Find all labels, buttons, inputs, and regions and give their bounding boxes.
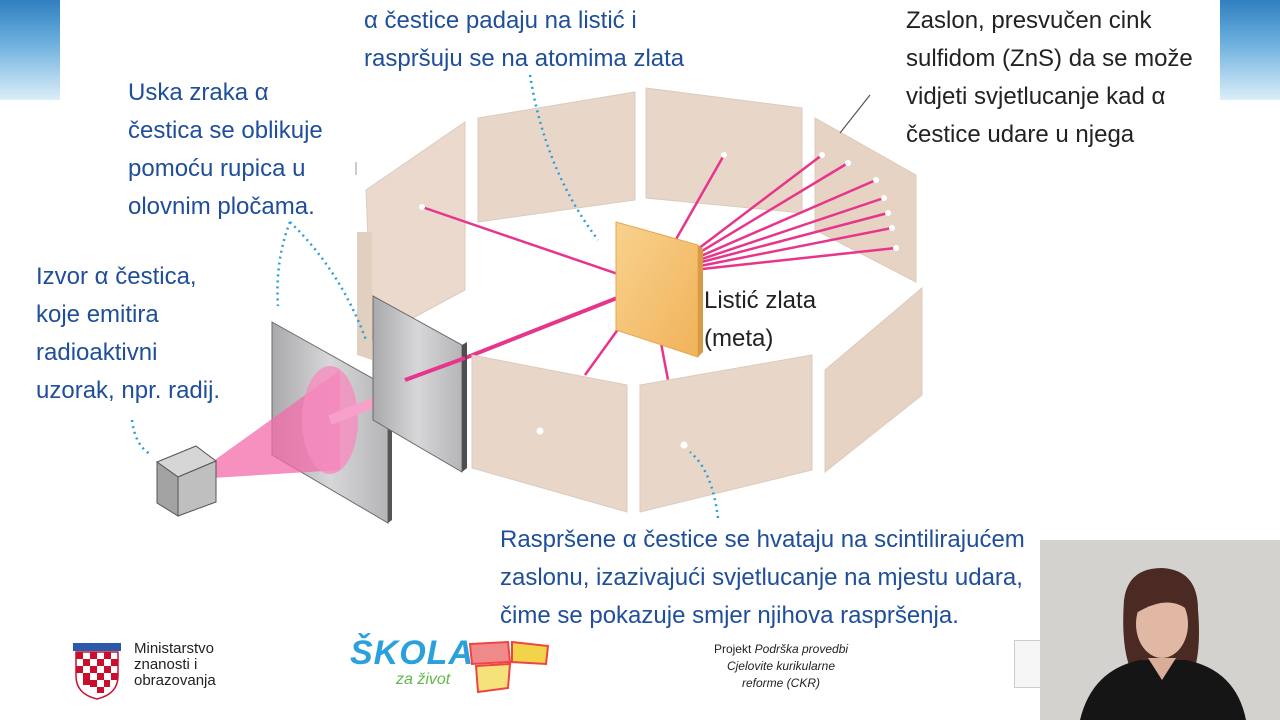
presenter-silhouette [1040, 540, 1280, 720]
croatian-coat-of-arms-icon [73, 643, 121, 700]
label-scintillation: Raspršene α čestice se hvataju na scinti… [500, 526, 1025, 629]
skola-za-zivot-logo: ŠKOLA [350, 634, 474, 672]
corner-decoration-left [0, 0, 60, 100]
scattered-particle-paths [421, 154, 897, 381]
corner-decoration-right [1220, 0, 1280, 100]
screen-panels-front [471, 286, 923, 513]
screen-pointer-line [839, 94, 871, 134]
label-alpha-source: Izvor α čestica,koje emitira radioaktivn… [36, 263, 221, 404]
impact-spot-front-1 [536, 427, 544, 435]
skola-tagline: za život [396, 671, 451, 688]
hopscotch-icon [468, 640, 550, 694]
beam-segment [404, 356, 466, 382]
impact-spot-front-2 [680, 441, 688, 449]
radioactive-source-cube [155, 445, 217, 517]
partial-logo [1014, 640, 1042, 688]
presenter-webcam [1040, 540, 1280, 720]
label-gold-foil: Listić zlata(meta) [704, 287, 817, 352]
screen-panels-back [357, 87, 917, 360]
project-text: Projekt Podrška provedbi Cjelovite kurik… [713, 642, 849, 690]
lead-plate-front [372, 295, 467, 473]
callout-arrows [130, 74, 720, 519]
impact-spots-back [419, 152, 899, 251]
gold-foil [615, 221, 703, 358]
